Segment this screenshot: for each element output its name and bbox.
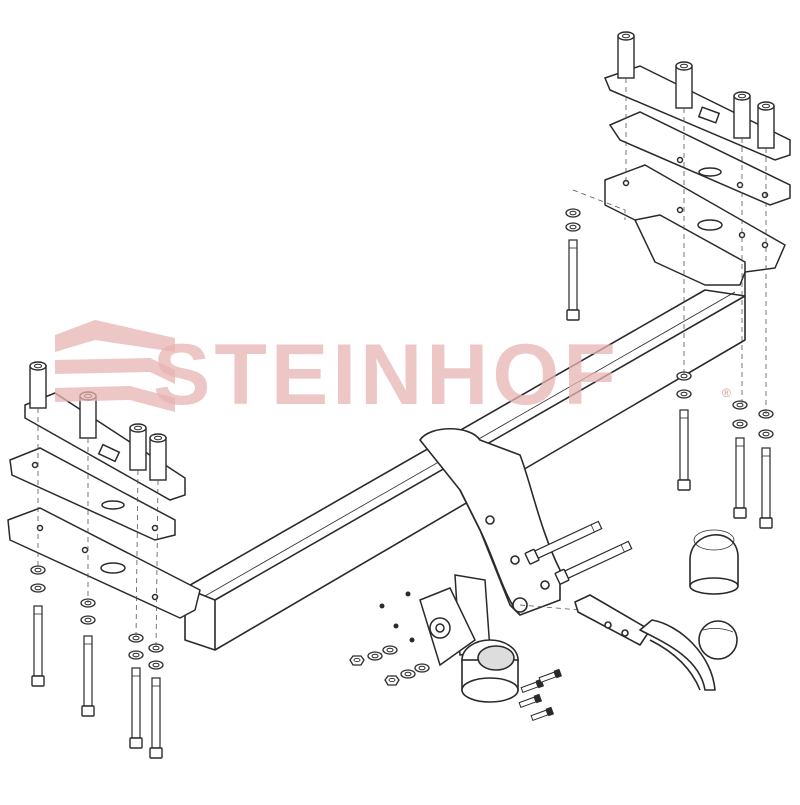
center-drop-bracket [419, 428, 561, 616]
assembly-guide-lines [37, 78, 767, 649]
registered-mark: ® [722, 386, 731, 400]
right-bracket-plate [604, 164, 786, 296]
left-bracket-plate [7, 507, 201, 619]
left-spacer-plate [24, 392, 186, 501]
left-reinforcement-plate [9, 447, 176, 541]
ball-cap [689, 529, 739, 595]
electrical-socket [461, 639, 519, 703]
brand-name: STEINHOF [153, 327, 620, 423]
right-reinforcement-plate [608, 111, 791, 206]
ball-neck [574, 594, 738, 691]
center-bolts [349, 518, 634, 723]
